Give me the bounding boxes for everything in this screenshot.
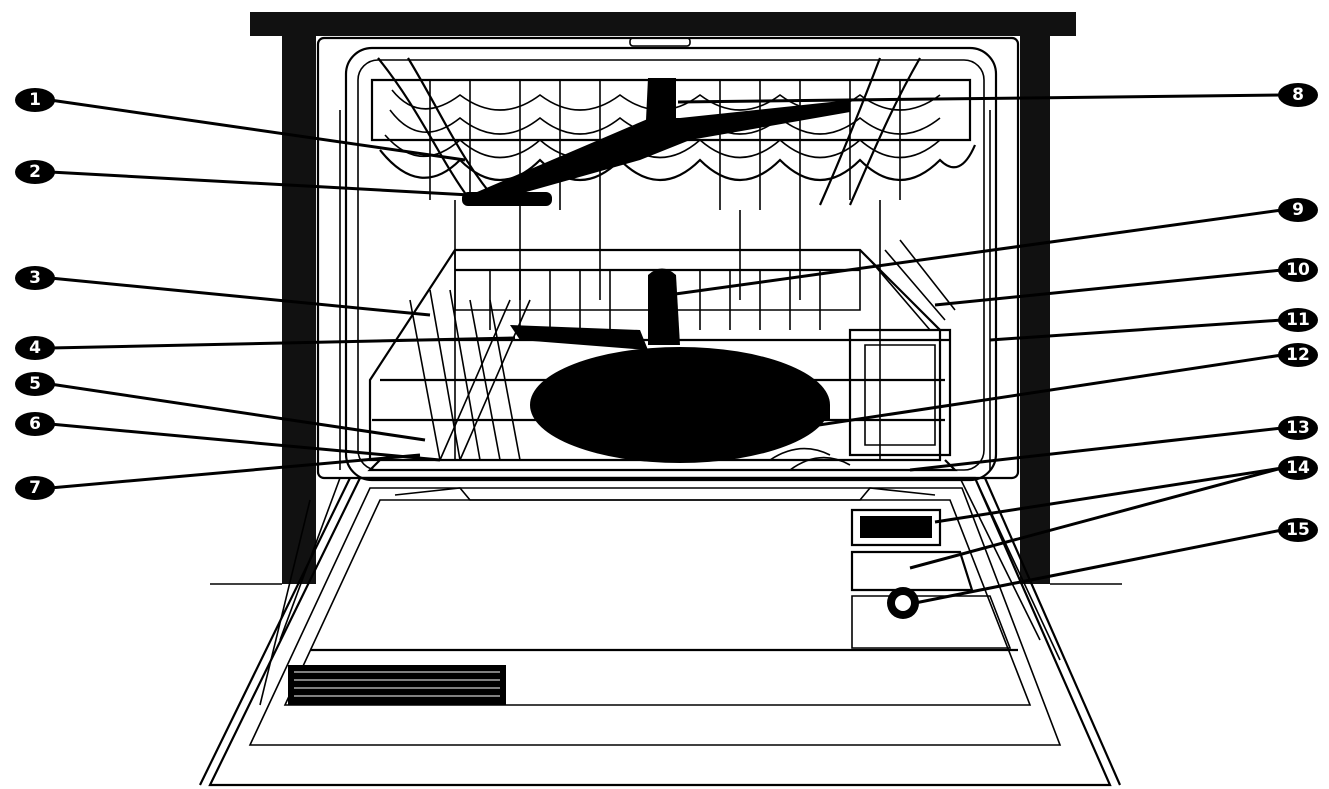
callout-5: 5	[15, 372, 55, 396]
right-cabinet-side	[1020, 36, 1050, 584]
callout-8-label: 8	[1292, 85, 1304, 105]
callout-3: 3	[15, 266, 55, 290]
callout-4: 4	[15, 336, 55, 360]
callout-1: 1	[15, 88, 55, 112]
callout-1-label: 1	[29, 90, 41, 110]
callout-6: 6	[15, 412, 55, 436]
callout-10-label: 10	[1286, 260, 1310, 280]
callout-4-label: 4	[29, 338, 41, 358]
callout-13: 13	[1278, 416, 1318, 440]
callout-10: 10	[1278, 258, 1318, 282]
callout-14: 14	[1278, 456, 1318, 480]
countertop	[250, 12, 1076, 36]
callout-2: 2	[15, 160, 55, 184]
callout-12-label: 12	[1286, 345, 1310, 365]
left-cabinet-side	[282, 36, 316, 584]
callout-14-label: 14	[1286, 458, 1310, 478]
callout-15-label: 15	[1286, 520, 1310, 540]
callout-13-label: 13	[1286, 418, 1310, 438]
callout-9-label: 9	[1292, 200, 1304, 220]
callout-5-label: 5	[29, 374, 41, 394]
callout-2-label: 2	[29, 162, 41, 182]
callout-11: 11	[1278, 308, 1318, 332]
callout-6-label: 6	[29, 414, 41, 434]
door-vent	[288, 665, 506, 705]
callout-15: 15	[1278, 518, 1318, 542]
callout-7: 7	[15, 476, 55, 500]
callout-9: 9	[1278, 198, 1318, 222]
callout-7-label: 7	[29, 478, 41, 498]
lower-spray-arm	[510, 269, 830, 464]
callout-11-label: 11	[1286, 310, 1310, 330]
callout-12: 12	[1278, 343, 1318, 367]
callout-3-label: 3	[29, 268, 41, 288]
callout-8: 8	[1278, 83, 1318, 107]
door	[200, 478, 1120, 785]
